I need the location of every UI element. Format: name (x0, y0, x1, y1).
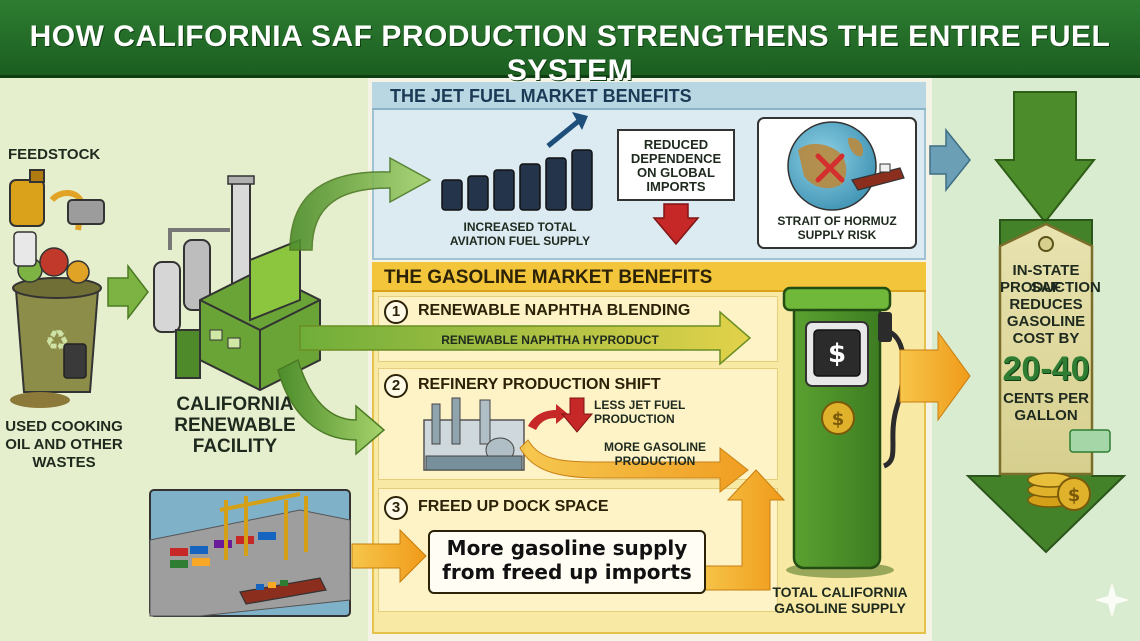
less-jet-down-arrow (560, 397, 594, 433)
refinery-shift-arrow (277, 358, 386, 456)
item-3-label: FREED UP DOCK SPACE (418, 498, 609, 515)
less-jet-line2: PRODUCTION (594, 412, 675, 426)
jet-supply-arrow (289, 156, 432, 251)
gasoline-header (372, 262, 926, 292)
jet-fuel-header (372, 82, 926, 110)
coin-stack-icon (1027, 429, 1111, 511)
fuel-pump-icon (782, 286, 907, 578)
imports-line2: DEPENDENCE (630, 151, 722, 166)
less-jet-line1: LESS JET FUEL (594, 398, 686, 412)
item-3-number: 3 (384, 496, 408, 520)
imports-callout: More gasoline supply from freed up impor… (428, 530, 706, 594)
fuel-barrels-icon (441, 112, 593, 211)
jet-fuel-heading: THE JET FUEL MARKET BENEFITS (390, 86, 692, 106)
imports-box (617, 129, 735, 201)
imports-line1: REDUCED (643, 137, 709, 152)
result-line4: GASOLINE (1006, 313, 1086, 330)
x-mark-icon (815, 153, 845, 183)
callout-line1: More gasoline supply (446, 536, 688, 560)
result-line5: COST BY (1012, 330, 1080, 347)
imports-up-arrow (699, 469, 786, 591)
down-arrow-top-icon (993, 91, 1097, 224)
facility-label-line3: FACILITY (192, 436, 278, 457)
hormuz-line1: STRAIT OF HORMUZ (777, 214, 897, 228)
naphtha-arrow-label: RENEWABLE NAPHTHA HYPRODUCT (441, 333, 659, 347)
sparkle-icon (1094, 582, 1130, 618)
item-2-label: REFINERY PRODUCTION SHIFT (418, 376, 661, 393)
more-gas-line1: MORE GASOLINE (603, 440, 706, 454)
shift-up-arrow (528, 404, 568, 430)
facility-label-line1: CALIFORNIA (176, 394, 294, 415)
gasoline-supply-line1: TOTAL CALIFORNIA (772, 584, 908, 600)
refinery-icon (153, 175, 321, 392)
down-arrow-icon (652, 203, 700, 246)
page-title: HOW CALIFORNIA SAF PRODUCTION STRENGTHEN… (29, 20, 1111, 87)
imports-line4: IMPORTS (646, 179, 706, 194)
gasoline-supply-line2: GASOLINE SUPPLY (774, 600, 906, 616)
more-gasoline-arrow (519, 439, 749, 494)
dock-cranes-icon (149, 489, 351, 617)
result-unit-line1: CENTS PER (1003, 390, 1089, 407)
savings-range: 20-40 (1002, 350, 1090, 388)
item-2-number: 2 (384, 374, 408, 398)
item-1-number: 1 (384, 300, 408, 324)
item-1-label: RENEWABLE NAPHTHA BLENDING (418, 302, 691, 319)
naphtha-arrow (299, 310, 752, 366)
more-gas-line2: PRODUCTION (614, 454, 696, 468)
imports-line3: ON GLOBAL (637, 165, 715, 180)
waste-label-line3: WASTES (32, 454, 96, 471)
tanker-ship-icon (851, 163, 905, 191)
coin-dollar-icon: $ (1068, 485, 1081, 506)
pump-coin-icon: $ (832, 409, 845, 430)
oil-jug-icon (9, 169, 105, 231)
callout-line2: from freed up imports (442, 560, 692, 584)
facility-label-line2: RENEWABLE (174, 415, 296, 436)
aviation-supply-line1: INCREASED TOTAL (463, 220, 577, 234)
result-line1: IN-STATE SAF (1012, 262, 1080, 296)
jet-to-result-arrow (929, 127, 971, 193)
result-line2: PRODUCTION (1000, 279, 1101, 296)
hormuz-line2: SUPPLY RISK (797, 228, 877, 242)
aviation-supply-line2: AVIATION FUEL SUPPLY (449, 234, 591, 248)
price-tag-icon (998, 222, 1094, 476)
feedstock-arrow (107, 263, 149, 321)
feedstock-label: FEEDSTOCK (8, 146, 101, 163)
mini-refinery-icon (423, 397, 525, 471)
gasoline-heading: THE GASOLINE MARKET BENEFITS (384, 267, 713, 288)
pump-dollar-icon: $ (828, 339, 846, 369)
waste-label-line2: OIL AND OTHER (5, 436, 123, 453)
pump-to-result-arrow (899, 330, 971, 422)
recycle-bin-icon: ♻ (10, 231, 102, 408)
dock-arrow (351, 528, 427, 584)
title-bar (0, 0, 1140, 78)
result-line3: REDUCES (1009, 296, 1083, 313)
result-unit-line2: GALLON (1014, 407, 1078, 424)
waste-label-line1: USED COOKING (5, 418, 123, 435)
